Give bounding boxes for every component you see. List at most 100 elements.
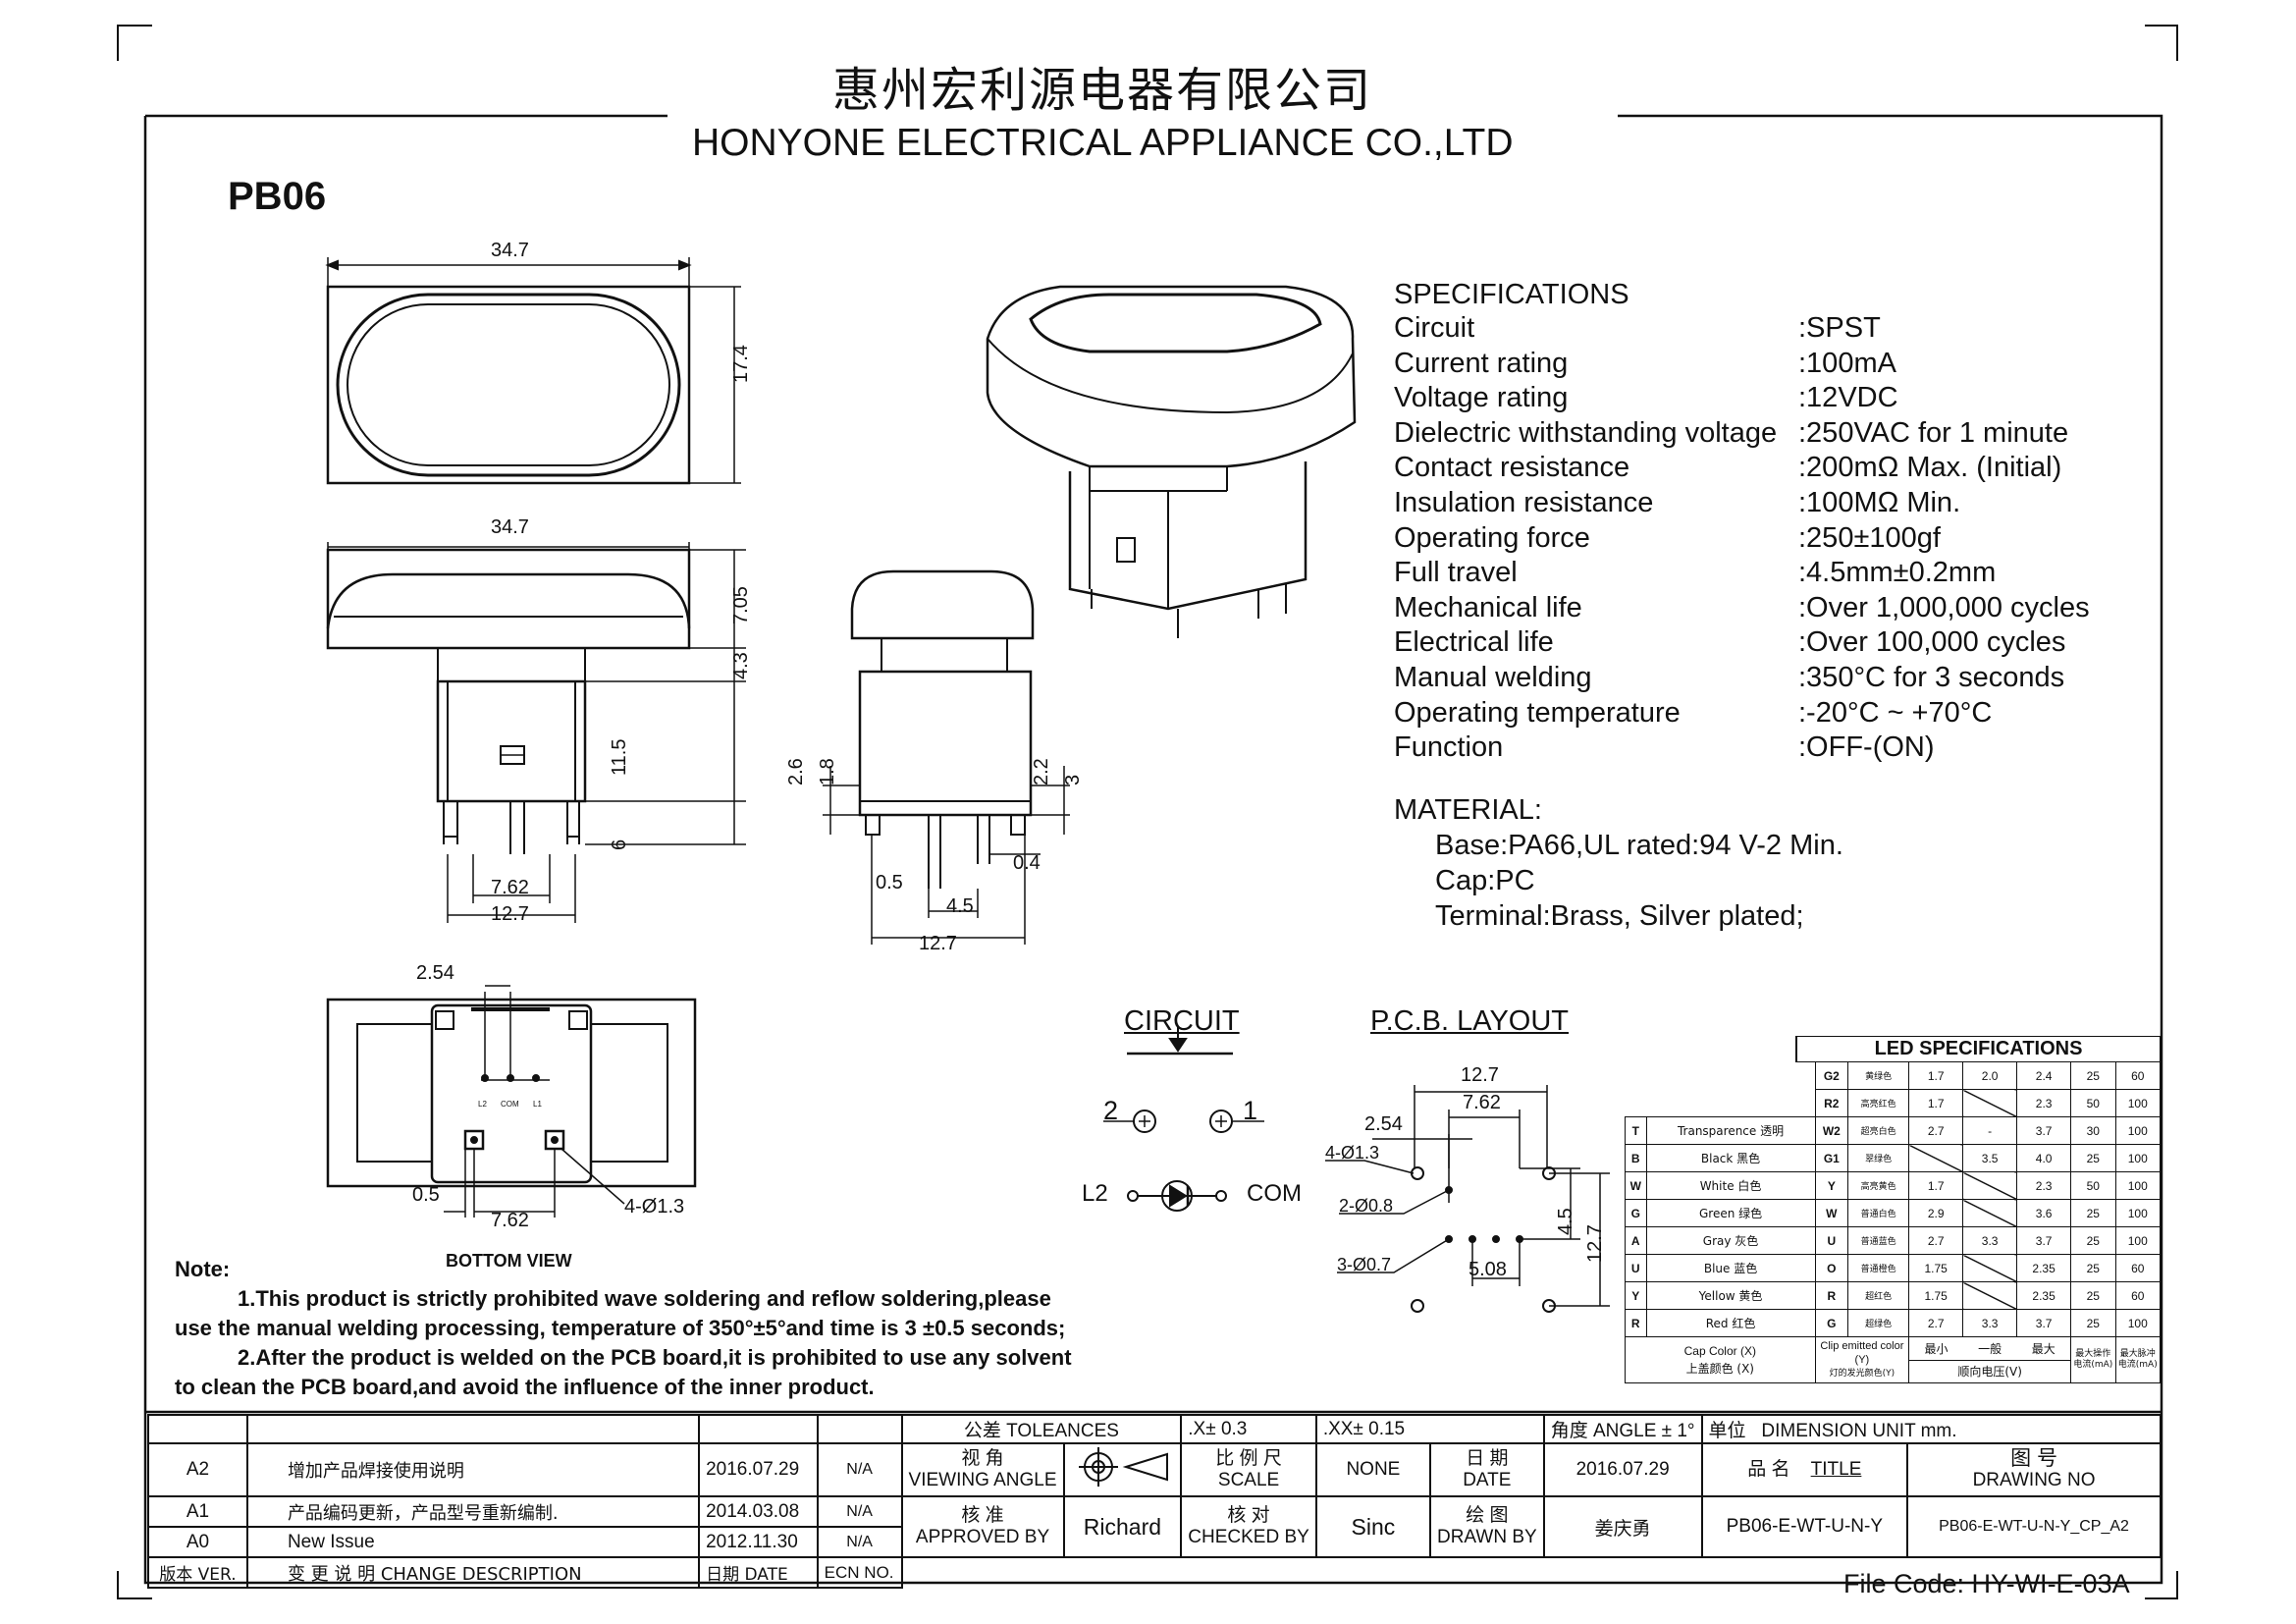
led-cell-code: W2: [1814, 1116, 1849, 1145]
date-cn: 日 期: [1466, 1448, 1509, 1469]
bottom-pin-l1: L1: [533, 1100, 542, 1109]
dim-pitch: 7.62: [491, 877, 529, 898]
spec-label: Operating temperature: [1394, 696, 1681, 729]
led-cell-i: 25: [2070, 1254, 2116, 1282]
spec-value: :4.5mm±0.2mm: [1798, 557, 1997, 589]
approved-en: APPROVED BY: [915, 1527, 1050, 1547]
led-cell-max: 3.6: [2016, 1199, 2072, 1227]
led-cell-ip: 60: [2114, 1061, 2161, 1090]
title-en: TITLE: [1810, 1459, 1862, 1480]
note-line-3: 2.After the product is welded on the PCB…: [238, 1345, 1072, 1370]
viewing-angle-en: VIEWING ANGLE: [908, 1470, 1057, 1490]
scale-en: SCALE: [1217, 1470, 1280, 1490]
dim-end-0-5: 0.5: [876, 872, 903, 893]
drawn-cn: 绘 图: [1466, 1505, 1509, 1526]
circuit-pin-2: 2: [1103, 1096, 1119, 1125]
spec-label: Mechanical life: [1394, 591, 1582, 623]
dim-end-2-6: 2.6: [785, 758, 807, 785]
spec-label: Insulation resistance: [1394, 487, 1654, 518]
led-cell-cap-name: Green 绿色: [1645, 1199, 1816, 1227]
circuit-pin-1: 1: [1243, 1096, 1258, 1125]
circuit-l2: L2: [1082, 1180, 1108, 1207]
drawing-no-cn: 图 号: [2010, 1447, 2057, 1470]
circuit-symbol: [1103, 1026, 1264, 1212]
dimension-unit: DIMENSION UNIT mm.: [1761, 1421, 1957, 1441]
led-cell-cap-name: Transparence 透明: [1645, 1116, 1816, 1145]
pcb-dim-2-54: 2.54: [1364, 1113, 1403, 1135]
pcb-dim-5-08: 5.08: [1468, 1259, 1507, 1280]
led-cell-i: 50: [2070, 1171, 2116, 1200]
note-line-1: 1.This product is strictly prohibited wa…: [238, 1286, 1051, 1311]
led-cell-name: 高亮黄色: [1847, 1171, 1910, 1200]
scale-cn: 比 例 尺: [1215, 1448, 1282, 1469]
approved-cn: 核 准: [961, 1505, 1004, 1526]
dim-end-base: 12.7: [919, 933, 957, 954]
corner-mark: [117, 1571, 152, 1599]
specifications-heading: SPECIFICATIONS: [1394, 279, 1629, 310]
led-spec-table-top: LED SPECIFICATIONS: [1795, 1036, 2161, 1062]
name-cn: 品 名: [1747, 1459, 1790, 1480]
led-cell-min: 2.7: [1908, 1116, 1964, 1145]
iso-view-outline: [986, 285, 1357, 638]
spec-value: :250VAC for 1 minute: [1798, 416, 2069, 449]
led-cell-min: [1908, 1144, 1964, 1172]
header-change-description: 变 更 说 明 CHANGE DESCRIPTION: [245, 1556, 701, 1589]
led-cell-max: 4.0: [2016, 1144, 2072, 1172]
rev-a1-ver: A1: [147, 1495, 248, 1528]
led-cell-ip: 100: [2114, 1171, 2161, 1200]
viewing-angle-cn: 视 角: [961, 1448, 1004, 1469]
dim-bottom-0-5: 0.5: [412, 1184, 440, 1206]
led-cell-cap-name: Yellow 黄色: [1645, 1281, 1816, 1310]
led-footer-min: 最小: [1924, 1342, 1949, 1356]
spec-label: Circuit: [1394, 312, 1475, 344]
drawing-frame: [143, 114, 2163, 1585]
checker-name: Sinc: [1314, 1495, 1431, 1558]
rev-a1-desc: 产品编码更新，产品型号重新编制.: [245, 1495, 701, 1528]
led-cell-cap-code: T: [1625, 1116, 1647, 1145]
led-cell-name: 超亮白色: [1847, 1116, 1910, 1145]
rev-a1-date: 2014.03.08: [698, 1495, 819, 1528]
spec-label: Dielectric withstanding voltage: [1394, 416, 1778, 449]
spec-label: Electrical life: [1394, 626, 1554, 659]
spec-label: Voltage rating: [1394, 382, 1569, 414]
led-spec-title: LED SPECIFICATIONS: [1795, 1036, 2161, 1062]
led-cell-min: 2.7: [1908, 1226, 1964, 1255]
led-cell-cap-name: Blue 蓝色: [1645, 1254, 1816, 1282]
pcb-dim-4-5: 4.5: [1555, 1208, 1576, 1235]
circuit-title: CIRCUIT: [1124, 1005, 1240, 1037]
spec-label: Contact resistance: [1394, 452, 1630, 484]
material-terminal: Terminal:Brass, Silver plated;: [1435, 900, 1804, 932]
spec-value: :250±100gf: [1798, 521, 1941, 554]
model-number: PB06: [228, 175, 327, 218]
led-cell-typ: 3.5: [1962, 1144, 2018, 1172]
led-footer-vf: 顺向电压(V): [1957, 1364, 2022, 1379]
led-cell-cap-code: R: [1625, 1309, 1647, 1337]
tolerance-xx: .XX± 0.15: [1314, 1414, 1545, 1444]
led-cell-cap-code: G: [1625, 1199, 1647, 1227]
led-cell-max: 3.7: [2016, 1309, 2072, 1337]
pcb-dim-12-7-vert: 12.7: [1584, 1224, 1606, 1263]
drawing-date: 2016.07.29: [1542, 1442, 1703, 1497]
led-cell-i: 25: [2070, 1281, 2116, 1310]
corner-mark: [117, 25, 152, 61]
note-title: Note:: [175, 1257, 231, 1281]
dim-end-2-2: 2.2: [1031, 758, 1052, 785]
led-cell-ip: 100: [2114, 1199, 2161, 1227]
led-cell-code: G1: [1814, 1144, 1849, 1172]
led-cell-ip: 60: [2114, 1254, 2161, 1282]
pcb-layout: [1325, 1085, 1610, 1313]
led-cell-cap-code: W: [1625, 1171, 1647, 1200]
led-footer-max: 最大: [2031, 1342, 2056, 1356]
led-cell-typ: [1962, 1089, 2018, 1117]
drawing-no-en: DRAWING NO: [1972, 1470, 2096, 1490]
spec-value: :-20°C ~ +70°C: [1798, 696, 1993, 729]
led-cell-code: R2: [1814, 1089, 1849, 1117]
dim-base-width: 12.7: [491, 903, 529, 925]
led-cell-cap-code: A: [1625, 1226, 1647, 1255]
led-cell-name: 超绿色: [1847, 1309, 1910, 1337]
led-cell-min: 1.7: [1908, 1089, 1964, 1117]
spec-value: :12VDC: [1798, 382, 1898, 414]
